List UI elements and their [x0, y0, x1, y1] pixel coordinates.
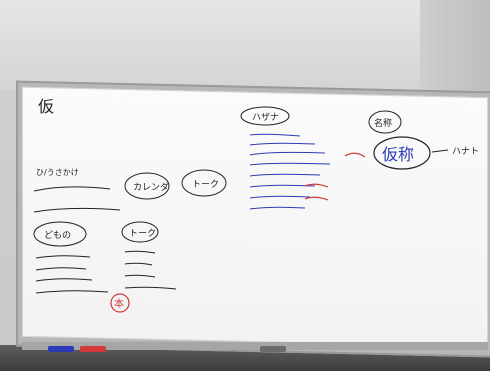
bubble-outline: [33, 221, 87, 247]
red-circle: [110, 293, 130, 313]
bubble-outline: [368, 110, 402, 134]
left-bottom-red: 本: [114, 297, 124, 310]
bubble-outline: [124, 172, 170, 200]
marker-tray: [22, 342, 488, 350]
bubble-label-mid-1: カレンダ: [133, 181, 169, 193]
left-label-1: どもの: [44, 230, 71, 241]
marker-icon: [48, 346, 74, 352]
right-arrow-text: ハナト: [452, 146, 479, 157]
bubble-label-right-main: 仮称: [382, 145, 414, 164]
bubble-label-top: ハザナ: [252, 112, 279, 123]
bubble-outline: [240, 106, 290, 126]
bubble-outline: [373, 136, 431, 170]
bubble-outline: [121, 221, 159, 243]
left-label-2: トーク: [129, 228, 156, 239]
scribble: [33, 207, 121, 213]
bubble-label-mid-2: トーク: [192, 179, 219, 190]
marker-icon: [80, 346, 106, 352]
eraser-icon: [260, 346, 286, 352]
bubble-outline: [181, 169, 227, 197]
left-note-top: ひ/うさかけ: [36, 168, 79, 177]
wall-upper: [0, 0, 490, 90]
red-notes: [304, 152, 366, 201]
left-lists: [35, 250, 177, 294]
bubble-label-right-top: 名称: [374, 117, 392, 129]
scribble: [33, 186, 111, 192]
arrow-icon: [431, 149, 449, 153]
board-title: 仮: [38, 97, 54, 116]
